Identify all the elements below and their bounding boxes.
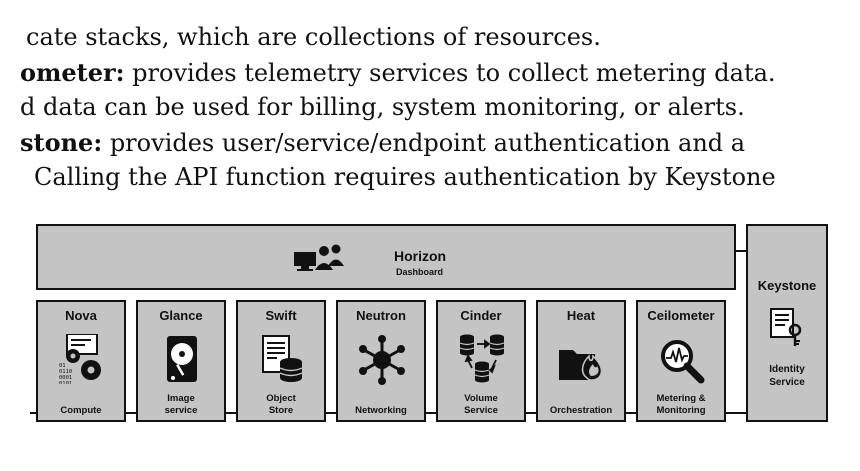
horizon-keystone-connector bbox=[736, 250, 750, 252]
horizon-title: Horizon bbox=[394, 248, 447, 264]
text-line: stone: provides user/service/endpoint au… bbox=[20, 125, 860, 160]
horizon-subtitle: Dashboard bbox=[396, 267, 444, 277]
service-label: Metering & Monitoring bbox=[638, 393, 724, 417]
service-name: Nova bbox=[65, 308, 97, 323]
service-name: Swift bbox=[265, 308, 297, 323]
document-text: cate stacks, which are collections of re… bbox=[0, 20, 860, 195]
keystone-title: Keystone bbox=[757, 278, 817, 293]
network-hub-icon bbox=[359, 335, 405, 385]
text-line-4: Calling the API function requires authen… bbox=[34, 163, 776, 191]
base-connector-line bbox=[30, 412, 828, 414]
disk-drive-icon bbox=[167, 336, 197, 382]
text-line-3: provides user/service/endpoint authentic… bbox=[102, 129, 746, 157]
keystone-box: Keystone Identity Service bbox=[746, 224, 828, 422]
service-box-heat: Heat Orchestration bbox=[536, 300, 626, 422]
service-name: Cinder bbox=[460, 308, 502, 323]
service-label: Object Store bbox=[238, 393, 324, 417]
volume-databases-icon bbox=[459, 334, 505, 383]
service-label-line1: Volume bbox=[464, 393, 498, 404]
service-name: Heat bbox=[566, 308, 596, 323]
service-box-nova: Nova 01 0110 0001 0101 Compute bbox=[36, 300, 126, 422]
ceilometer-term: ometer: bbox=[20, 58, 125, 87]
service-label: Volume Service bbox=[438, 393, 524, 417]
horizon-box: Horizon Dashboard bbox=[36, 224, 736, 290]
folder-flame-icon bbox=[559, 350, 603, 381]
svg-text:0110: 0110 bbox=[59, 369, 72, 375]
service-box-neutron: Neutron Networking bbox=[336, 300, 426, 422]
keystone-term: stone: bbox=[20, 128, 103, 157]
service-box-glance: Glance Image service bbox=[136, 300, 226, 422]
service-label: Orchestration bbox=[538, 405, 624, 417]
key-document-icon bbox=[770, 308, 802, 346]
keystone-subtitle: Identity Service bbox=[748, 363, 826, 389]
keystone-subtitle-line2: Service bbox=[769, 377, 805, 388]
magnifier-graph-icon bbox=[661, 340, 705, 384]
service-label-line2: Service bbox=[464, 405, 498, 416]
service-label-line1: Object bbox=[266, 393, 296, 404]
text-line-1: provides telemetry services to collect m… bbox=[124, 59, 776, 87]
service-name: Ceilometer bbox=[647, 308, 715, 323]
svg-text:01: 01 bbox=[59, 363, 66, 369]
service-label-line2: service bbox=[164, 405, 198, 416]
document-database-icon bbox=[262, 335, 303, 382]
service-name: Neutron bbox=[356, 308, 406, 323]
text-line: cate stacks, which are collections of re… bbox=[26, 20, 860, 55]
svg-text:0001: 0001 bbox=[59, 375, 72, 381]
service-label-line1: Compute bbox=[60, 405, 102, 416]
service-box-swift: Swift Object Store bbox=[236, 300, 326, 422]
service-label-line1: Image bbox=[167, 393, 195, 404]
service-label: Compute bbox=[38, 405, 124, 417]
service-label-line1: Networking bbox=[355, 405, 407, 416]
text-line: ometer: provides telemetry services to c… bbox=[20, 55, 860, 90]
service-name: Glance bbox=[159, 308, 203, 323]
gears-binary-icon: 01 0110 0001 0101 bbox=[59, 334, 101, 384]
openstack-architecture-diagram: Horizon Dashboard Keystone Identity Serv… bbox=[30, 222, 828, 426]
users-computer-icon bbox=[294, 244, 344, 271]
service-label-line1: Metering & bbox=[656, 393, 706, 404]
text-line: d data can be used for billing, system m… bbox=[20, 90, 860, 125]
service-label-line2: Monitoring bbox=[656, 405, 706, 416]
text-line-2: d data can be used for billing, system m… bbox=[20, 93, 745, 121]
service-label-line2: Store bbox=[268, 405, 294, 416]
service-box-ceilometer: Ceilometer Metering & Monitoring bbox=[636, 300, 726, 422]
keystone-subtitle-line1: Identity bbox=[769, 364, 805, 375]
service-label: Image service bbox=[138, 393, 224, 417]
svg-text:0101: 0101 bbox=[59, 381, 72, 384]
text-line-0: cate stacks, which are collections of re… bbox=[26, 23, 601, 51]
service-label: Networking bbox=[338, 405, 424, 417]
service-box-cinder: Cinder bbox=[436, 300, 526, 422]
service-label-line1: Orchestration bbox=[549, 405, 613, 416]
text-line: Calling the API function requires authen… bbox=[34, 160, 860, 195]
